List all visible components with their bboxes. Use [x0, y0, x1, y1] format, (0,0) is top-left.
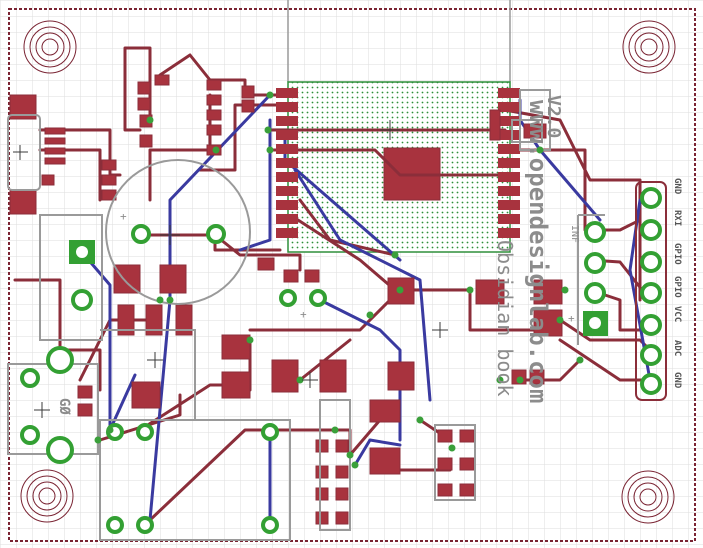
- pin-label-1: GND: [672, 178, 682, 195]
- pin-label-7: GND: [672, 372, 682, 389]
- version-label: V2.0: [543, 95, 564, 138]
- module-pads-left: [276, 88, 298, 238]
- plus-marker-2: +: [300, 308, 307, 321]
- pin-label-6: ADC: [672, 340, 682, 356]
- vias: [94, 91, 584, 469]
- origin-markers: [13, 120, 448, 418]
- mounting-hole-top-left: [23, 20, 77, 74]
- url-label: www.opendesignlab.com: [524, 100, 552, 403]
- polarity-markers: + + +: [120, 210, 575, 325]
- silkscreen-outlines: [7, 89, 605, 541]
- module-pads-right: [498, 88, 520, 238]
- through-hole-pads: [20, 187, 662, 534]
- mounting-hole-bottom-right: [621, 470, 675, 524]
- smd-pads: [9, 74, 563, 525]
- plus-marker-1: +: [120, 210, 127, 223]
- pin-label-4: GPIO: [672, 276, 682, 298]
- antenna-keepout-outline: [287, 0, 511, 82]
- pin-label-2: RXI: [672, 210, 682, 226]
- pin-label-3: GPIO: [672, 243, 682, 265]
- company-label: Obsidian book: [493, 240, 517, 397]
- pin-label-5: VCC: [672, 306, 682, 322]
- mounting-hole-bottom-left: [20, 469, 74, 523]
- mounting-hole-top-right: [622, 20, 676, 74]
- part-label: INF: [569, 225, 580, 243]
- header-outline: [635, 181, 667, 401]
- plus-marker-3: +: [568, 312, 575, 325]
- left-label: GØ: [56, 398, 72, 415]
- board-outline: [8, 8, 696, 542]
- header-pin-labels: GND RXI GPIO GPIO VCC ADC GND: [672, 178, 682, 389]
